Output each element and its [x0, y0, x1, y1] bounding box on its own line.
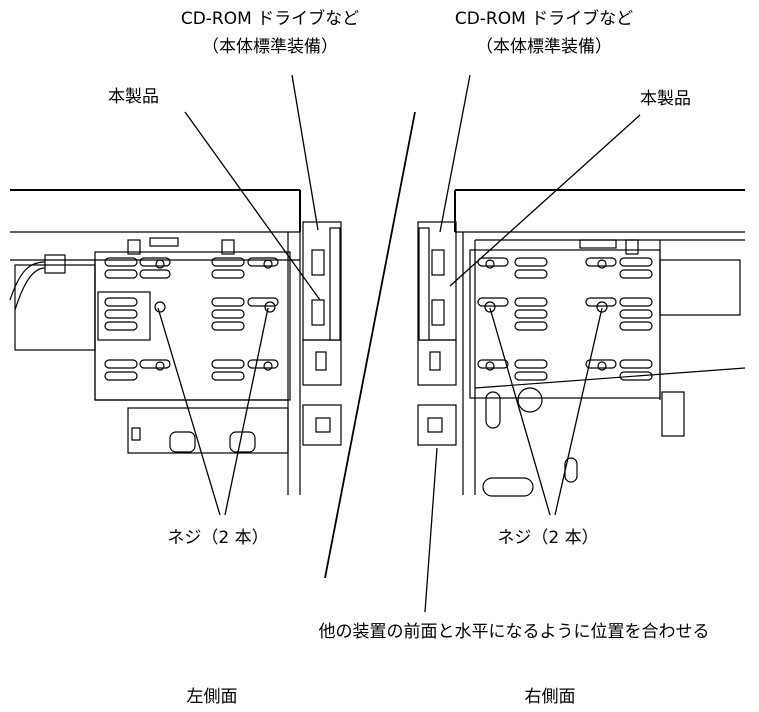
leader-left-product — [184, 111, 321, 301]
left-front-bezel — [302, 221, 342, 446]
left-cdrom-label-line1: CD-ROM ドライブなど — [180, 9, 360, 29]
right-slot-row-2 — [477, 297, 653, 331]
view-divider-line — [324, 111, 416, 579]
right-side-caption: 右側面 — [524, 687, 576, 707]
leader-right-screw-2 — [554, 307, 603, 516]
left-screws-label: ネジ（2 本） — [167, 528, 269, 548]
left-cdrom-label-line2: （本体標準装備） — [202, 37, 338, 57]
right-screws-label: ネジ（2 本） — [497, 528, 599, 548]
left-slot-row-1 — [104, 257, 279, 279]
left-slot-row-3 — [104, 359, 279, 381]
right-slot-row-1 — [477, 257, 653, 279]
left-product-label: 本製品 — [108, 87, 159, 107]
right-product-label: 本製品 — [640, 89, 691, 109]
right-cdrom-label-line2: （本体標準装備） — [476, 37, 612, 57]
right-drive-cage — [469, 239, 661, 399]
left-slot-row-2 — [97, 291, 279, 341]
right-chassis — [454, 189, 746, 497]
leader-right-product — [449, 114, 641, 287]
leader-align-note — [424, 447, 438, 613]
leader-right-cdrom — [439, 74, 471, 233]
leader-left-screw-2 — [224, 307, 269, 516]
align-note-label: 他の装置の前面と水平になるように位置を合わせる — [318, 622, 710, 642]
leader-left-screw-1 — [157, 307, 221, 516]
leader-right-screw-1 — [489, 307, 551, 516]
left-drive-cage — [94, 237, 291, 401]
left-chassis — [9, 189, 301, 495]
right-slot-row-3 — [477, 359, 653, 381]
left-side-caption: 左側面 — [186, 687, 238, 707]
leader-left-cdrom — [291, 74, 319, 231]
leader-lines — [157, 74, 641, 613]
right-front-bezel — [417, 221, 457, 446]
right-cdrom-label-line1: CD-ROM ドライブなど — [454, 9, 634, 29]
